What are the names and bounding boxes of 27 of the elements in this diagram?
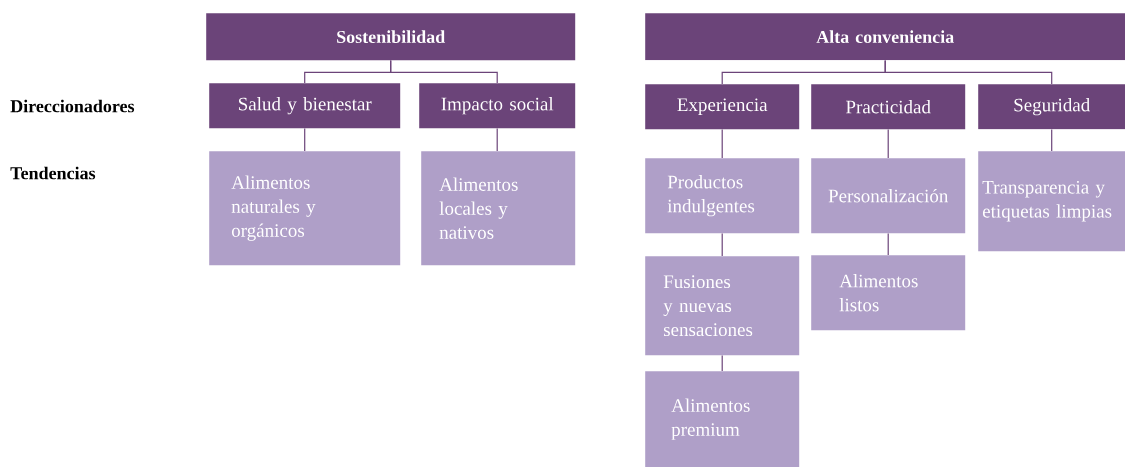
connector-line: [304, 127, 306, 152]
connector-line: [884, 59, 1053, 85]
connector-line: [1051, 128, 1053, 152]
connector-line: [887, 232, 889, 256]
trend-box: Transparencia y etiquetas limpias: [978, 151, 1125, 252]
header-box: Sostenibilidad: [206, 13, 576, 61]
row-label: Tendencias: [10, 166, 96, 180]
trend-box: Alimentos listos: [811, 255, 966, 331]
connector-line: [721, 354, 723, 372]
header-box: Alta conveniencia: [645, 13, 1125, 61]
trend-box: Alimentos naturales y orgánicos: [209, 151, 401, 266]
driver-box: Practicidad: [811, 84, 966, 130]
driver-box: Experiencia: [645, 84, 800, 130]
trend-box: Alimentos premium: [645, 371, 800, 467]
trend-box: Productos indulgentes: [645, 158, 800, 234]
trend-box: Fusiones y nuevas sensaciones: [645, 256, 800, 356]
driver-box: Salud y bienestar: [209, 83, 401, 129]
connector-line: [721, 128, 723, 159]
connector-line: [390, 59, 498, 84]
connector-line: [496, 127, 498, 152]
connector-line: [887, 128, 889, 159]
trend-box: Personalización: [811, 158, 966, 234]
driver-box: Impacto social: [419, 83, 576, 129]
driver-box: Seguridad: [978, 84, 1125, 130]
row-label: Direccionadores: [10, 99, 135, 113]
trend-box: Alimentos locales y nativos: [421, 151, 576, 266]
connector-line: [721, 232, 723, 257]
